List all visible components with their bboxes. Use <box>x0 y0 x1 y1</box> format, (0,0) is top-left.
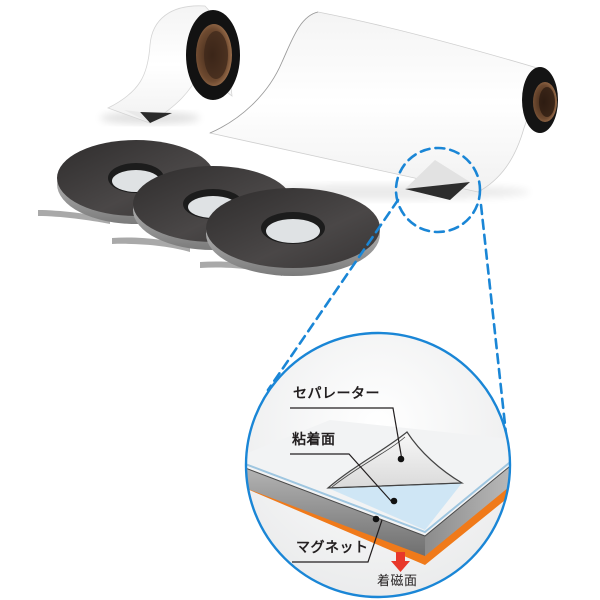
magnetized-face-label: 着磁面 <box>377 574 418 589</box>
detail-marker-circle <box>394 146 482 234</box>
separator-label: セパレーター <box>293 386 380 402</box>
tape-coil-3 <box>200 188 380 276</box>
adhesive-label: 粘着面 <box>292 432 336 448</box>
magnetized-face-arrow-icon <box>391 552 410 572</box>
magnet-dot <box>372 515 380 523</box>
callout-connector <box>266 146 510 454</box>
sheet-roll <box>208 11 558 200</box>
separator-dot <box>397 455 405 463</box>
magnet-label: マグネット <box>296 540 369 556</box>
detail-callout <box>244 331 512 599</box>
adhesive-dot <box>390 497 398 505</box>
small-tape-roll <box>100 5 240 124</box>
